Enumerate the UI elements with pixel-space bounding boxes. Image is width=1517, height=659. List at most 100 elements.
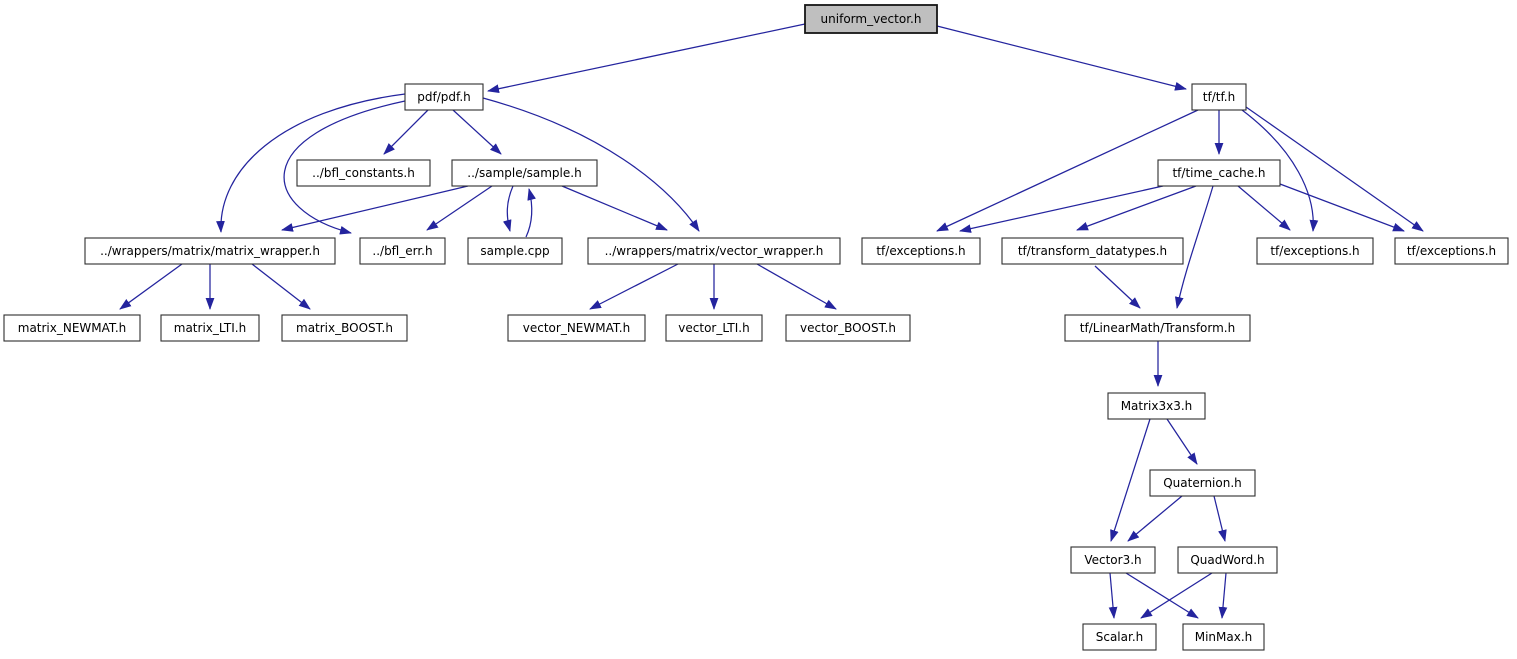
graph-node-m3[interactable]: Matrix3x3.h: [1107, 392, 1206, 420]
graph-node-label: matrix_BOOST.h: [296, 321, 393, 335]
graph-node-smp[interactable]: ../sample/sample.h: [451, 159, 598, 187]
graph-node-label: QuadWord.h: [1190, 553, 1264, 567]
edge-m3-quat: [1166, 418, 1198, 465]
graph-node-quad[interactable]: QuadWord.h: [1177, 546, 1278, 574]
graph-node-label: Quaternion.h: [1163, 476, 1242, 490]
graph-node-vnew[interactable]: vector_NEWMAT.h: [507, 314, 646, 342]
edge-tf-exc3: [1245, 106, 1424, 232]
graph-node-box[interactable]: [84, 237, 336, 265]
edge-quad-scalar: [1140, 572, 1213, 619]
graph-node-vlti[interactable]: vector_LTI.h: [665, 314, 763, 342]
graph-node-box[interactable]: [1082, 623, 1157, 651]
graph-node-bflerr[interactable]: ../bfl_err.h: [359, 237, 446, 265]
graph-node-label: tf/LinearMath/Transform.h: [1080, 321, 1235, 335]
graph-node-label: tf/transform_datatypes.h: [1018, 244, 1167, 258]
nodes-layer: uniform_vector.h pdf/pdf.h tf/tf.h ../bfl_c…: [3, 4, 1509, 651]
graph-node-mboost[interactable]: matrix_BOOST.h: [281, 314, 408, 342]
graph-node-box[interactable]: [404, 83, 484, 111]
graph-node-box[interactable]: [1157, 159, 1281, 187]
edge-v3-scalar: [1108, 572, 1118, 619]
graph-node-label: pdf/pdf.h: [417, 90, 471, 104]
graph-node-box[interactable]: [804, 4, 938, 34]
edge-tf-exc1: [936, 109, 1199, 232]
graph-node-mlti[interactable]: matrix_LTI.h: [160, 314, 260, 342]
graph-node-mnew[interactable]: matrix_NEWMAT.h: [3, 314, 141, 342]
graph-node-box[interactable]: [1107, 392, 1206, 420]
graph-node-label: vector_NEWMAT.h: [523, 321, 630, 335]
graph-node-vboost[interactable]: vector_BOOST.h: [785, 314, 911, 342]
graph-node-tcache[interactable]: tf/time_cache.h: [1157, 159, 1281, 187]
graph-node-bflc[interactable]: ../bfl_constants.h: [296, 159, 431, 187]
graph-node-tf[interactable]: tf/tf.h: [1191, 83, 1247, 111]
graph-node-box[interactable]: [665, 314, 763, 342]
edge-pdf-vwrap: [482, 97, 700, 232]
graph-node-box[interactable]: [1256, 237, 1374, 265]
graph-node-box[interactable]: [160, 314, 260, 342]
edge-uniform_vector-tf: [936, 25, 1187, 91]
graph-node-minmax[interactable]: MinMax.h: [1182, 623, 1265, 651]
graph-node-exc2[interactable]: tf/exceptions.h: [1256, 237, 1374, 265]
edge-smp-vwrap: [561, 185, 668, 231]
graph-node-v3[interactable]: Vector3.h: [1070, 546, 1156, 574]
graph-node-box[interactable]: [1191, 83, 1247, 111]
graph-node-label: ../bfl_err.h: [372, 244, 432, 258]
graph-node-exc1[interactable]: tf/exceptions.h: [861, 237, 981, 265]
edges-layer: [119, 23, 1424, 619]
graph-node-scpp[interactable]: sample.cpp: [467, 237, 563, 265]
graph-node-box[interactable]: [1182, 623, 1265, 651]
graph-node-box[interactable]: [281, 314, 408, 342]
graph-node-box[interactable]: [1177, 546, 1278, 574]
edge-tcache-transform: [1174, 185, 1214, 309]
graph-node-box[interactable]: [3, 314, 141, 342]
edge-tcache-exc2: [1237, 185, 1291, 231]
graph-node-box[interactable]: [451, 159, 598, 187]
graph-node-tdata[interactable]: tf/transform_datatypes.h: [1001, 237, 1184, 265]
graph-node-pdf[interactable]: pdf/pdf.h: [404, 83, 484, 111]
graph-node-mwrap[interactable]: ../wrappers/matrix/matrix_wrapper.h: [84, 237, 336, 265]
graph-node-box[interactable]: [1001, 237, 1184, 265]
graph-node-label: sample.cpp: [480, 244, 549, 258]
graph-node-box[interactable]: [861, 237, 981, 265]
graph-node-box[interactable]: [1070, 546, 1156, 574]
graph-node-label: tf/exceptions.h: [1270, 244, 1359, 258]
graph-node-scalar[interactable]: Scalar.h: [1082, 623, 1157, 651]
edge-smp-scpp: [502, 185, 514, 232]
edge-mwrap-mnew: [119, 263, 183, 310]
graph-node-label: ../sample/sample.h: [467, 166, 581, 180]
edge-tdata-transform: [1094, 265, 1141, 309]
edge-smp-mwrap: [281, 185, 469, 232]
edge-tcache-tdata: [1076, 185, 1197, 231]
graph-node-label: Vector3.h: [1084, 553, 1141, 567]
edge-uniform_vector-pdf: [487, 23, 806, 94]
graph-node-vwrap[interactable]: ../wrappers/matrix/vector_wrapper.h: [587, 237, 841, 265]
graph-node-box[interactable]: [1149, 469, 1256, 497]
edge-v3-minmax: [1125, 572, 1199, 619]
graph-node-transform[interactable]: tf/LinearMath/Transform.h: [1064, 314, 1251, 342]
graph-node-box[interactable]: [587, 237, 841, 265]
graph-node-label: ../wrappers/matrix/vector_wrapper.h: [605, 244, 824, 258]
edge-pdf-mwrap: [216, 93, 406, 233]
edge-pdf-bflc: [383, 109, 429, 155]
graph-node-box[interactable]: [1394, 237, 1509, 265]
graph-node-label: matrix_LTI.h: [174, 321, 246, 335]
graph-node-label: uniform_vector.h: [821, 12, 922, 26]
graph-node-box[interactable]: [359, 237, 446, 265]
graph-node-label: tf/exceptions.h: [876, 244, 965, 258]
graph-node-box[interactable]: [1064, 314, 1251, 342]
graph-node-label: tf/exceptions.h: [1407, 244, 1496, 258]
edge-quat-v3: [1127, 495, 1183, 542]
graph-node-box[interactable]: [507, 314, 646, 342]
edge-tf-exc2: [1241, 109, 1319, 232]
graph-node-quat[interactable]: Quaternion.h: [1149, 469, 1256, 497]
edge-pdf-smp: [452, 109, 502, 155]
edge-m3-v3: [1110, 418, 1151, 542]
graph-node-exc3[interactable]: tf/exceptions.h: [1394, 237, 1509, 265]
graph-node-box[interactable]: [785, 314, 911, 342]
graph-node-uniform_vector[interactable]: uniform_vector.h: [804, 4, 938, 34]
graph-node-box[interactable]: [296, 159, 431, 187]
edge-smp-bflerr: [426, 185, 493, 231]
graph-node-box[interactable]: [467, 237, 563, 265]
edge-tcache-exc3: [1279, 183, 1405, 232]
